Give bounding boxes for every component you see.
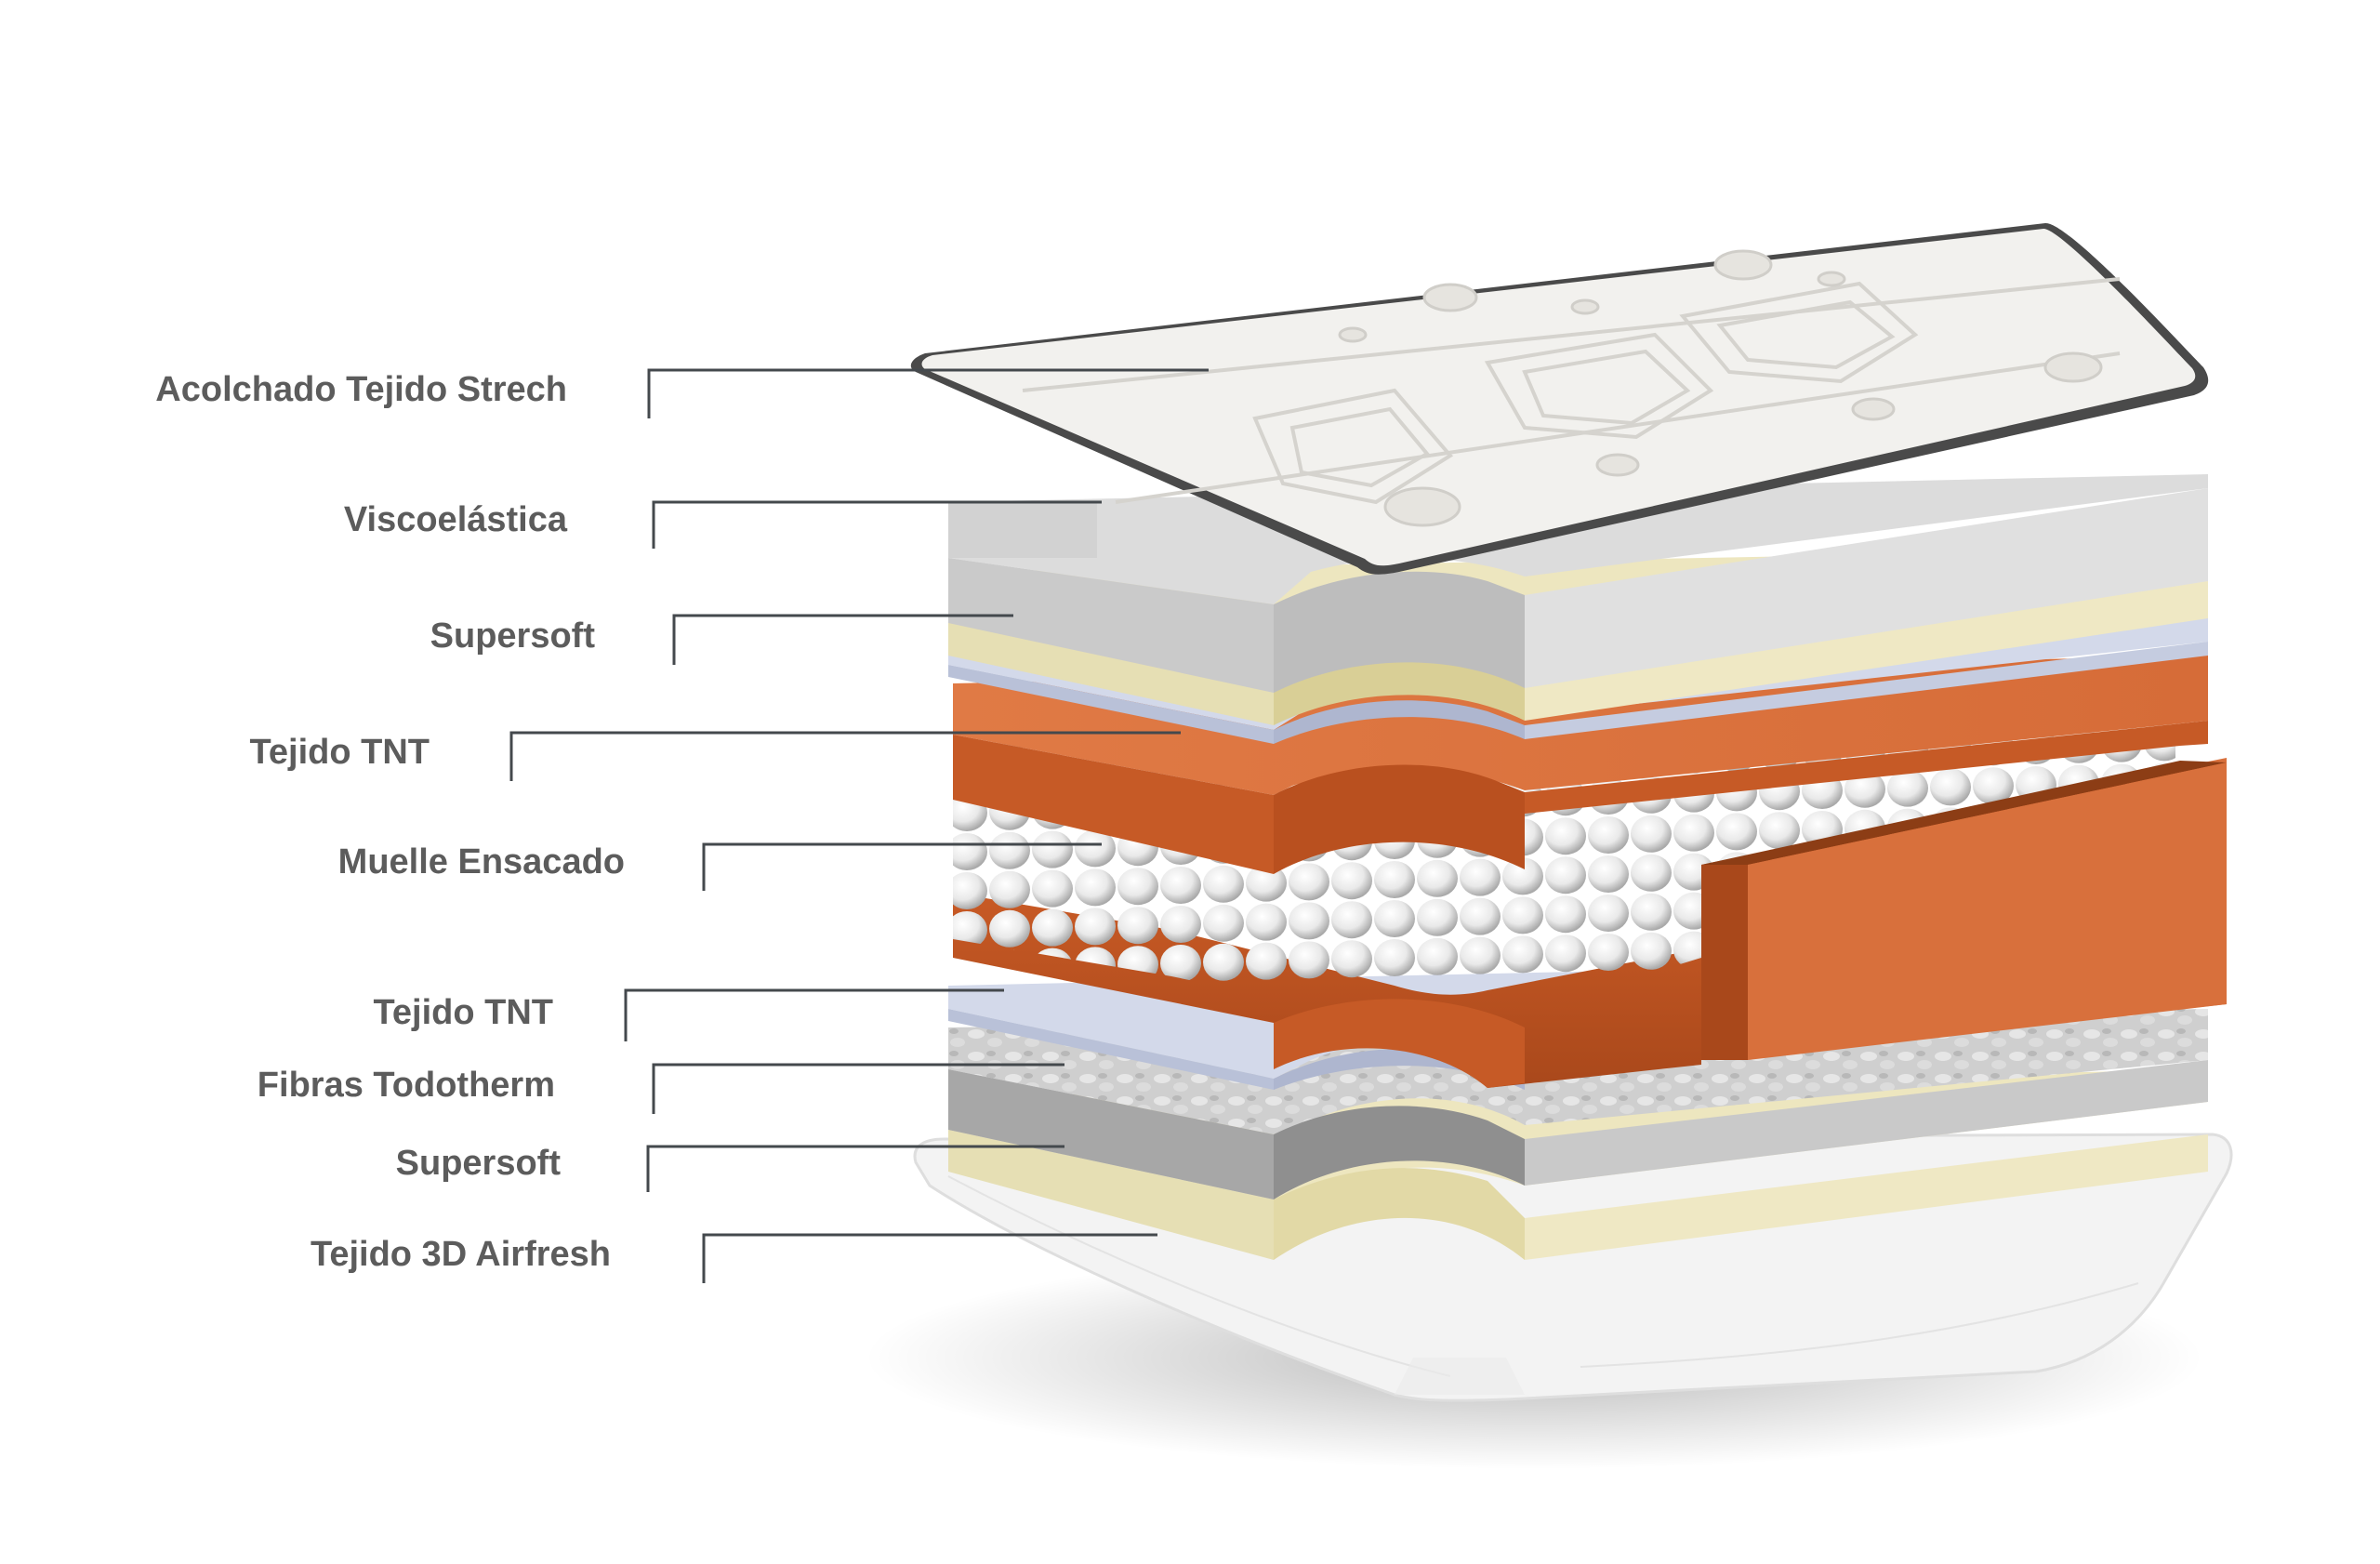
spring-pocket <box>1246 903 1287 941</box>
spring-pocket <box>1203 904 1244 942</box>
spring-pocket <box>1631 815 1672 853</box>
spring-pocket <box>1160 945 1201 982</box>
spring-pocket <box>953 911 987 948</box>
spring-pocket <box>1502 896 1543 934</box>
layer-acolchado-strech <box>910 222 2209 575</box>
spring-pocket <box>1117 868 1158 906</box>
spring-pocket <box>1160 867 1201 904</box>
spring-pocket <box>1417 898 1458 936</box>
spring-pocket <box>1588 816 1629 854</box>
label-fibras-todotherm: Fibras Todotherm <box>257 1066 555 1105</box>
spring-pocket <box>1289 902 1329 940</box>
spring-pocket <box>1032 869 1073 908</box>
spring-pocket <box>1973 767 2014 805</box>
label-viscoelastica: Viscoelástica <box>343 500 567 539</box>
spring-pocket <box>1460 858 1501 896</box>
spring-pocket <box>1374 900 1415 937</box>
spring-pocket <box>989 909 1030 948</box>
spring-pocket <box>1032 908 1073 947</box>
label-supersoft-top: Supersoft <box>430 616 595 656</box>
spring-pocket <box>989 870 1030 908</box>
spring-pocket <box>1289 863 1329 901</box>
leader-line <box>646 1145 1064 1192</box>
spring-pocket <box>1716 813 1757 851</box>
spring-pocket <box>1331 862 1372 900</box>
leader-line <box>509 731 1181 781</box>
spring-pocket <box>1460 936 1501 974</box>
leader-line <box>672 614 1013 665</box>
spring-pocket <box>1417 937 1458 975</box>
spring-pocket <box>1588 895 1629 932</box>
spring-pocket <box>1545 817 1586 855</box>
spring-pocket <box>1032 830 1073 868</box>
label-muelle-ensacado: Muelle Ensacado <box>337 842 625 881</box>
spring-pocket <box>1930 768 1971 806</box>
spring-pocket <box>1203 943 1244 981</box>
layer-muelle-ensacado <box>953 656 2227 1088</box>
spring-pocket <box>1417 859 1458 897</box>
leader-line <box>624 988 1004 1041</box>
label-supersoft-bottom: Supersoft <box>395 1144 561 1183</box>
spring-pocket <box>1545 934 1586 973</box>
label-tejido-tnt-bottom: Tejido TNT <box>373 993 554 1032</box>
spring-pocket <box>1673 814 1714 852</box>
label-tejido-3d-airfresh: Tejido 3D Airfresh <box>310 1235 611 1274</box>
spring-pocket <box>1246 864 1287 902</box>
spring-pocket <box>1203 865 1244 903</box>
spring-pocket <box>1117 907 1158 945</box>
leader-line <box>702 1233 1157 1283</box>
spring-pocket <box>1075 908 1116 946</box>
spring-pocket <box>1289 941 1329 979</box>
leader-lines <box>509 368 1209 1283</box>
spring-pocket <box>1631 932 1672 970</box>
spring-pocket <box>1844 770 1885 808</box>
spring-pocket <box>1545 856 1586 895</box>
leader-line <box>647 368 1209 418</box>
label-acolchado-tejido-strech: Acolchado Tejido Strech <box>155 370 567 409</box>
spring-pocket <box>1331 901 1372 939</box>
spring-pocket <box>1075 829 1116 868</box>
spring-pocket <box>1374 939 1415 976</box>
spring-pocket <box>953 833 987 870</box>
spring-pocket <box>1631 893 1672 931</box>
spring-pocket <box>989 831 1030 869</box>
spring-pocket <box>1374 861 1415 898</box>
spring-pocket <box>1502 857 1543 895</box>
spring-pocket <box>1887 769 1928 807</box>
label-tejido-tnt-top: Tejido TNT <box>249 733 430 772</box>
leader-line <box>652 500 1102 549</box>
spring-pocket <box>1160 906 1201 943</box>
leader-line <box>702 842 1102 891</box>
spring-pocket <box>1075 868 1116 907</box>
spring-pocket <box>1759 812 1800 850</box>
spring-pocket <box>1460 897 1501 935</box>
spring-pocket <box>1588 855 1629 893</box>
spring-pocket <box>953 872 987 909</box>
spring-pocket <box>1631 854 1672 892</box>
spring-pocket <box>1331 940 1372 978</box>
spring-pocket <box>1545 895 1586 934</box>
spring-pocket <box>1502 935 1543 974</box>
leader-line <box>652 1063 1064 1114</box>
spring-pocket <box>1588 934 1629 971</box>
spring-pocket <box>1246 942 1287 980</box>
